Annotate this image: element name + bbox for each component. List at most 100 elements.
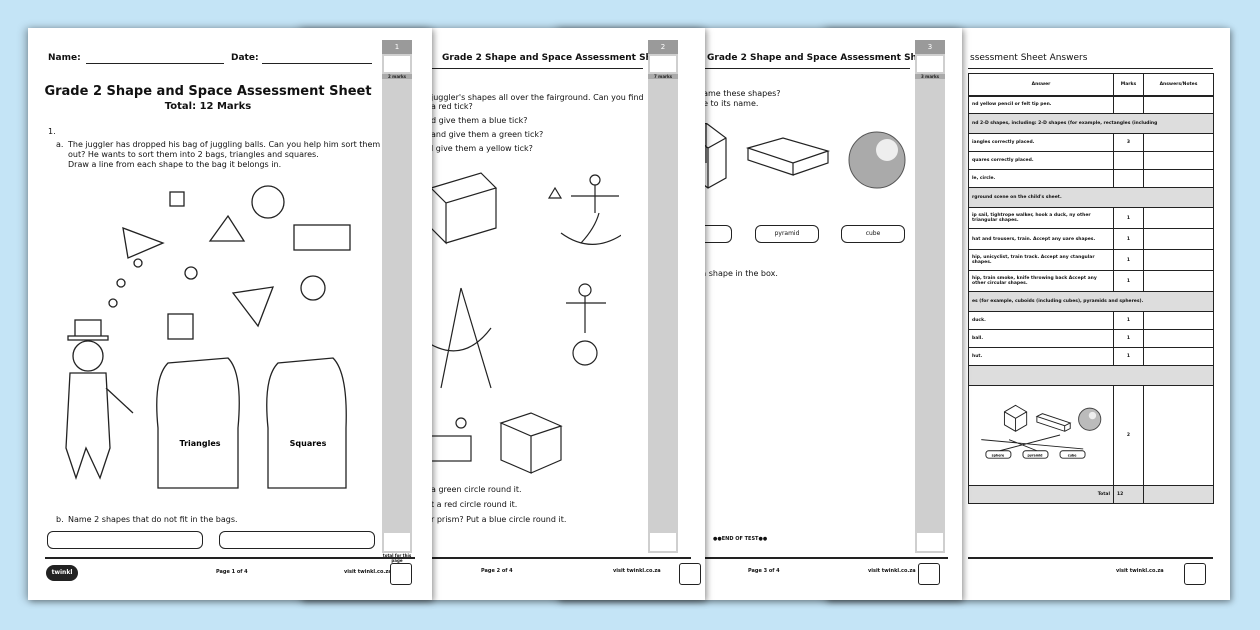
- table-row: hip, unicyclist, train track. Accept any…: [968, 249, 1214, 271]
- site-link[interactable]: visit twinkl.co.za: [613, 568, 661, 574]
- sphere-shape: [848, 131, 906, 189]
- table-row: iangles correctly placed.3: [968, 133, 1214, 152]
- img-label: pyramid: [1028, 453, 1044, 457]
- answer-cell: iangles correctly placed.: [968, 133, 1114, 152]
- divider: [968, 68, 1213, 69]
- assessment-page-1: Name: Date: Grade 2 Shape and Space Asse…: [28, 28, 432, 600]
- fairground-pictures: [421, 172, 621, 474]
- marks-cell: [1113, 169, 1144, 188]
- answer-cell: hip, train smoke, knife throwing back Ac…: [968, 270, 1114, 292]
- question-text: a red tick?: [431, 102, 473, 111]
- marks-cell: 1: [1113, 347, 1144, 366]
- answer-box-2[interactable]: [219, 531, 375, 549]
- answer-cell: duck.: [968, 311, 1114, 330]
- notes-cell: [1143, 249, 1214, 271]
- question-text: r prism? Put a blue circle round it.: [431, 515, 567, 524]
- question-text: a green circle round it.: [431, 485, 522, 494]
- rectangle-shape: [293, 224, 351, 251]
- page-number: Page 1 of 4: [216, 569, 248, 575]
- date-field[interactable]: [262, 63, 372, 64]
- juggler-illustration: Triangles Squares: [65, 185, 351, 489]
- circle-shape: [300, 275, 326, 301]
- site-link[interactable]: visit twinkl.co.za: [1116, 568, 1164, 574]
- triangles-bag: [156, 357, 240, 489]
- header-answer: Answer: [968, 73, 1114, 97]
- table-row: ip sail, tightrope walker, hook a duck, …: [968, 207, 1214, 229]
- notes-cell: [1143, 95, 1214, 114]
- question-label: a.: [56, 140, 64, 149]
- table-row: nd yellow pencil or felt tip pen.: [968, 95, 1214, 114]
- badge-icon: [1184, 563, 1206, 585]
- marks-cell: 1: [1113, 249, 1144, 271]
- question-text: juggler's shapes all over the fairground…: [431, 93, 644, 102]
- table-row: hip, train smoke, knife throwing back Ac…: [968, 270, 1214, 292]
- question-text: ra shape in the box.: [698, 269, 778, 278]
- answer-cell: hip, unicyclist, train track. Accept any…: [968, 249, 1114, 271]
- header-marks: Marks: [1113, 73, 1144, 97]
- question-text: l give them a yellow tick?: [431, 144, 533, 153]
- answer-cell: ip sail, tightrope walker, hook a duck, …: [968, 207, 1114, 229]
- marks-cell: 2: [1113, 385, 1144, 486]
- circle-shape: [251, 185, 285, 219]
- page-title: Grade 2 Shape and Space Assessment Sheet: [442, 53, 669, 63]
- notes-cell: [1143, 329, 1214, 348]
- twinkl-logo: twinkl: [46, 565, 78, 581]
- page-title: Grade 2 Shape and Space Assessment Sheet: [44, 84, 372, 99]
- answer-cell: nd yellow pencil or felt tip pen.: [968, 95, 1114, 114]
- box-picture: [499, 412, 563, 474]
- img-label: cube: [1068, 453, 1078, 457]
- section-row: [968, 365, 1214, 386]
- question-text: pe to its name.: [698, 99, 759, 108]
- site-link[interactable]: visit twinkl.co.za: [344, 569, 392, 575]
- name-field[interactable]: [86, 63, 224, 64]
- page-number: Page 2 of 4: [481, 568, 513, 574]
- bag-label-triangles: Triangles: [179, 439, 220, 448]
- marks-cell: 1: [1113, 228, 1144, 250]
- notes-cell: [1143, 133, 1214, 152]
- question-text: Name 2 shapes that do not fit in the bag…: [68, 515, 238, 524]
- section-row: nd 2-D shapes, including: 2-D shapes (fo…: [968, 113, 1214, 134]
- square-shape: [169, 191, 185, 207]
- question-text: The juggler has dropped his bag of juggl…: [68, 140, 381, 149]
- marks-cell: 1: [1113, 270, 1144, 292]
- bag-label-squares: Squares: [290, 439, 327, 448]
- page-subtitle: Total: 12 Marks: [164, 101, 252, 112]
- table-row: es (for example, cuboids (including cube…: [968, 291, 1214, 312]
- site-link[interactable]: visit twinkl.co.za: [868, 568, 916, 574]
- img-label: sphere: [992, 453, 1005, 457]
- badge-icon: [918, 563, 940, 585]
- section-row: es (for example, cuboids (including cube…: [968, 291, 1214, 312]
- page-title: ssessment Sheet Answers: [970, 53, 1088, 63]
- notes-cell: [1143, 207, 1214, 229]
- chest-picture: [429, 172, 498, 245]
- total-label: Total: [968, 485, 1114, 504]
- answer-cell: le, circle.: [968, 169, 1114, 188]
- question-text: t a red circle round it.: [431, 500, 518, 509]
- 3d-shapes: [688, 123, 906, 189]
- label-box-pyramid: pyramid: [755, 225, 819, 243]
- table-row: hut.1: [968, 347, 1214, 366]
- end-of-test: ●●END OF TEST●●: [713, 536, 768, 542]
- unicyclist-picture: [572, 340, 598, 366]
- train-picture: [430, 435, 472, 462]
- marks-cell: 1: [1113, 329, 1144, 348]
- notes-cell: [1143, 169, 1214, 188]
- cuboid-shape: [745, 137, 830, 176]
- page-title: Grade 2 Shape and Space Assessment Sheet: [707, 53, 934, 63]
- label-box-cube: cube: [841, 225, 905, 243]
- marks-cell: [1113, 151, 1144, 170]
- notes-cell: [1143, 151, 1214, 170]
- name-label: Name:: [48, 53, 81, 63]
- page-number: Page 3 of 4: [748, 568, 780, 574]
- square-shape: [167, 313, 194, 340]
- header-notes: Answers/Notes: [1143, 73, 1214, 97]
- answer-box-1[interactable]: [47, 531, 203, 549]
- question-label: b.: [56, 515, 64, 524]
- answer-cell: hat and trousers, train. Accept any uare…: [968, 228, 1114, 250]
- section-row: rground scene on the child's sheet.: [968, 187, 1214, 208]
- badge-icon: [679, 563, 701, 585]
- answer-cell: hut.: [968, 347, 1114, 366]
